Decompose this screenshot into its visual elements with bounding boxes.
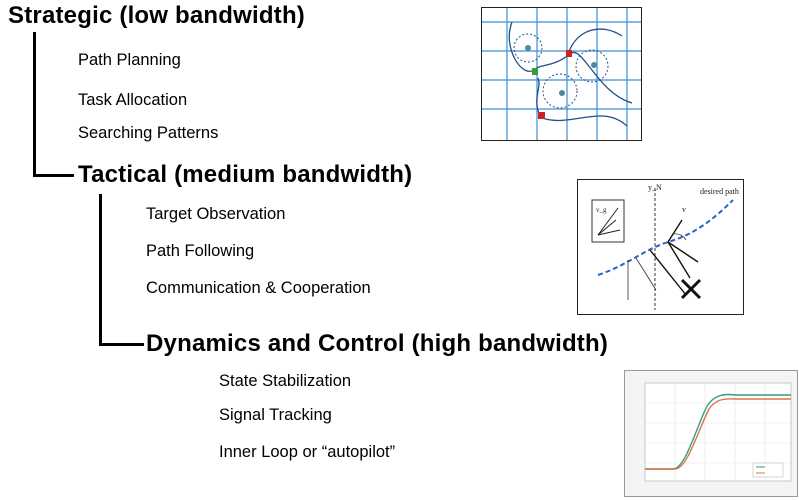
path-following-graphic: v_g y_N desired path v bbox=[591, 183, 739, 310]
tactical-to-dynamics-connector bbox=[99, 194, 144, 346]
step-response-graphic bbox=[625, 371, 797, 496]
agent-marker-red-bottom bbox=[538, 112, 545, 119]
desired-path-curve bbox=[597, 199, 734, 276]
inset-box bbox=[591, 199, 625, 243]
svg-text:y_N: y_N bbox=[648, 183, 662, 192]
agent-marker-green bbox=[532, 68, 538, 75]
strategic-item-path-planning: Path Planning bbox=[78, 51, 181, 69]
series-1-line bbox=[645, 393, 791, 470]
svg-text:v: v bbox=[682, 205, 686, 214]
grid-map-graphic bbox=[482, 8, 641, 140]
path-following-figure: v_g y_N desired path v bbox=[577, 179, 744, 315]
strategic-item-task-allocation: Task Allocation bbox=[78, 91, 188, 109]
agent-marker-red-top bbox=[566, 50, 572, 57]
svg-text:v_g: v_g bbox=[596, 206, 607, 214]
tactical-item-communication-cooperation: Communication & Cooperation bbox=[146, 279, 371, 297]
series-2-line bbox=[645, 398, 791, 470]
dynamics-item-state-stabilization: State Stabilization bbox=[219, 372, 352, 390]
step-response-figure bbox=[624, 370, 798, 497]
svg-text:desired path: desired path bbox=[700, 187, 739, 196]
tactical-heading: Tactical (medium bandwidth) bbox=[78, 161, 413, 188]
strategic-to-tactical-connector bbox=[33, 32, 74, 177]
tactical-item-target-observation: Target Observation bbox=[146, 205, 286, 223]
tactical-item-path-following: Path Following bbox=[146, 242, 255, 260]
strategic-item-searching-patterns: Searching Patterns bbox=[78, 124, 219, 142]
dynamics-heading: Dynamics and Control (high bandwidth) bbox=[146, 330, 609, 357]
dynamics-item-signal-tracking: Signal Tracking bbox=[219, 406, 332, 424]
strategic-heading: Strategic (low bandwidth) bbox=[8, 2, 305, 29]
plot-legend bbox=[752, 462, 784, 478]
path-planning-figure bbox=[481, 7, 642, 141]
dynamics-item-inner-loop: Inner Loop or “autopilot” bbox=[219, 443, 396, 461]
